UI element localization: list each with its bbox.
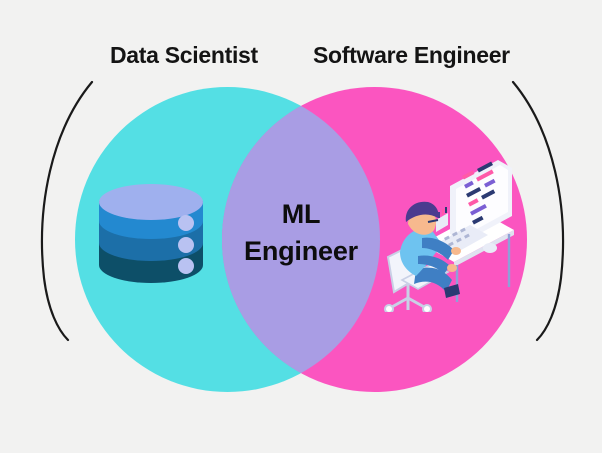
developer-at-desk-illustration (384, 160, 514, 312)
right-circle-label: Software Engineer (313, 42, 510, 68)
right-arc-bracket-icon (511, 80, 565, 342)
intersection-label-line2: Engineer (244, 236, 358, 267)
venn-intersection-region (222, 87, 527, 392)
left-arc-bracket-icon (40, 80, 94, 342)
intersection-label: ML Engineer (222, 196, 380, 271)
database-icon (99, 184, 203, 283)
intersection-label-line1: ML (281, 199, 321, 229)
left-circle-label: Data Scientist (110, 42, 258, 68)
